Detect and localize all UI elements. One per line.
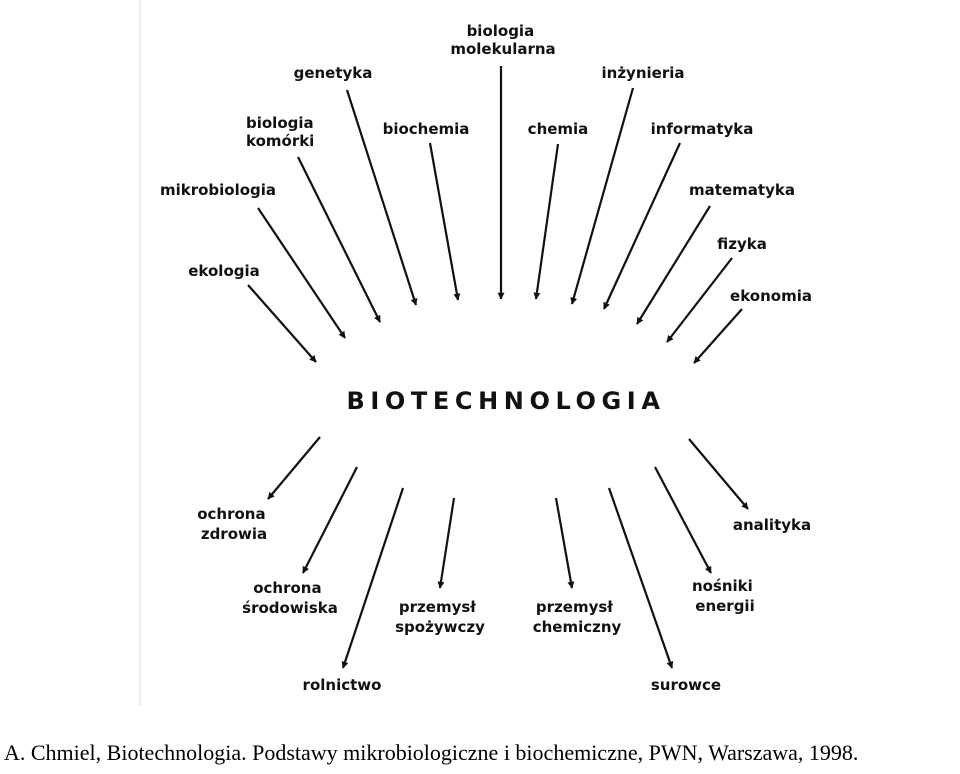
label-chemia: chemia <box>528 120 589 138</box>
arrow-informatyka <box>602 142 682 310</box>
label-fizyka: fizyka <box>717 235 767 253</box>
arrow-analityka <box>688 438 749 510</box>
arrow-chemia <box>533 143 560 300</box>
label-ochrona-zdrowia: ochrona zdrowia <box>197 505 271 543</box>
label-ekonomia: ekonomia <box>730 287 812 305</box>
arrow-przemysl-chemiczny <box>554 497 575 589</box>
label-matematyka: matematyka <box>689 181 795 199</box>
arrow-surowce <box>607 487 674 669</box>
arrow-ekologia <box>247 284 317 363</box>
label-ochrona-srodowiska: ochrona środowiska <box>242 579 338 617</box>
arrow-rolnictwo <box>341 487 405 669</box>
arrow-nosniki-energii <box>654 466 712 574</box>
label-rolnictwo: rolnictwo <box>303 676 382 694</box>
label-inzynieria: inżynieria <box>602 64 685 82</box>
arrow-mikrobiologia <box>257 207 346 339</box>
arrow-inzynieria <box>570 87 635 305</box>
label-biologia-komorki: biologia komórki <box>246 114 319 150</box>
arrow-biologia-komorki <box>297 156 381 323</box>
label-biochemia: biochemia <box>383 120 470 138</box>
arrow-matematyka <box>636 205 711 325</box>
label-informatyka: informatyka <box>651 120 754 138</box>
arrow-ochrona-srodowiska <box>302 466 358 574</box>
label-surowce: surowce <box>651 676 721 694</box>
label-genetyka: genetyka <box>294 64 373 82</box>
center-title: BIOTECHNOLOGIA <box>346 387 665 415</box>
arrow-przemysl-spozywczy <box>437 497 456 589</box>
arrow-ochrona-zdrowia <box>267 436 321 500</box>
arrow-ekonomia <box>693 308 743 364</box>
label-przemysl-spozywczy: przemysł spożywczy <box>395 598 485 636</box>
arrow-fizyka <box>666 257 733 343</box>
label-przemysl-chemiczny: przemysł chemiczny <box>533 598 622 636</box>
arrow-biochemia <box>428 142 461 301</box>
label-biologia-molekularna: biologia molekularna <box>450 22 555 58</box>
label-nosniki-energii: nośniki energii <box>692 577 758 615</box>
source-caption: A. Chmiel, Biotechnologia. Podstawy mikr… <box>4 740 859 765</box>
label-mikrobiologia: mikrobiologia <box>160 181 276 199</box>
arrow-genetyka <box>345 89 418 306</box>
label-ekologia: ekologia <box>188 262 260 280</box>
label-analityka: analityka <box>733 516 811 534</box>
